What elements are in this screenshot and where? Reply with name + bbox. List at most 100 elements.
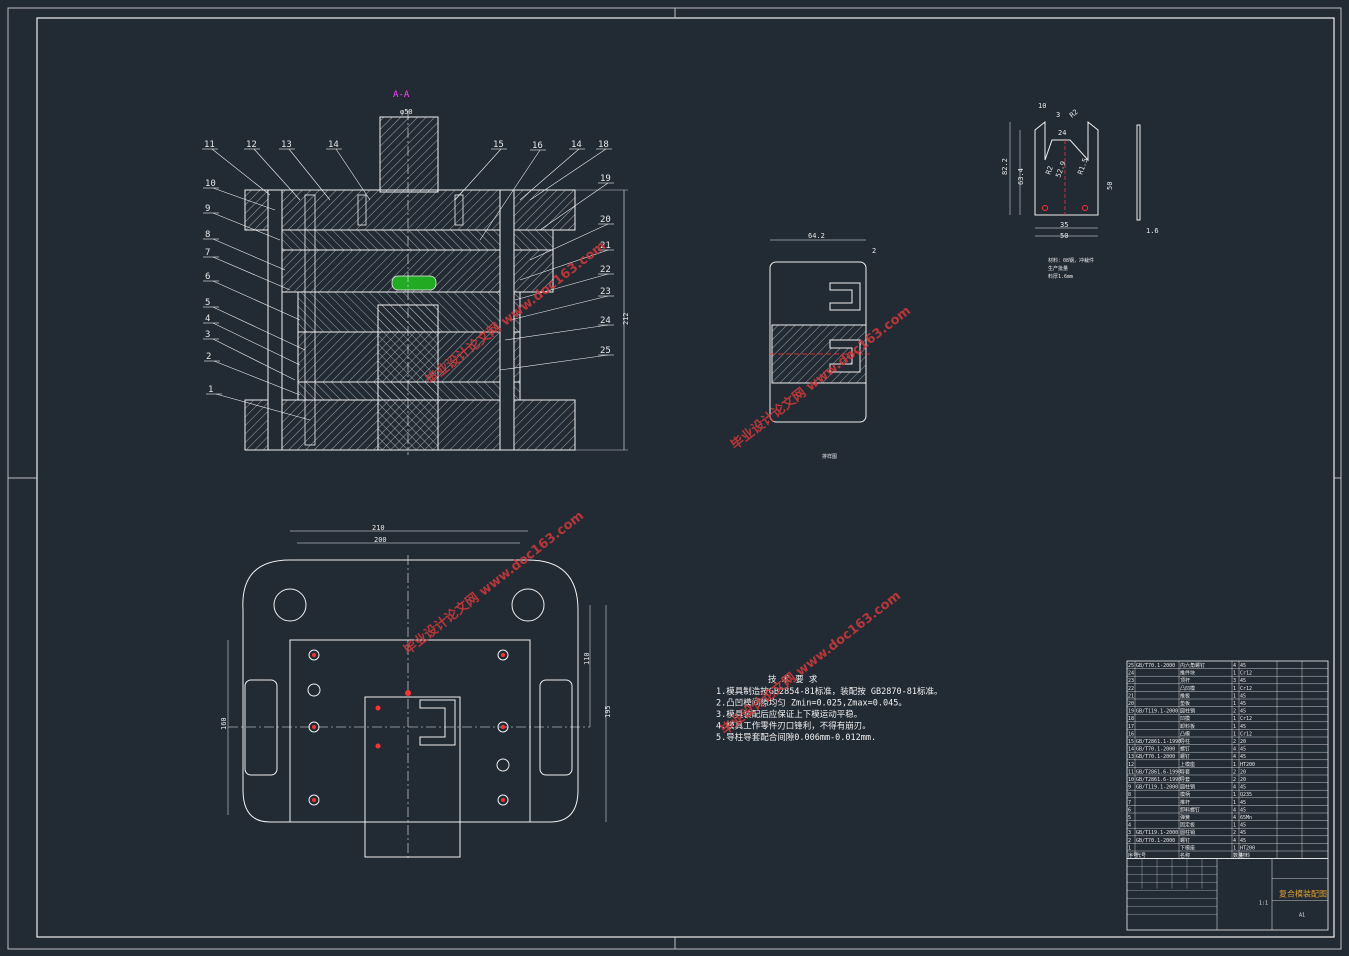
bom-cell: 推件块 (1180, 670, 1195, 677)
upper-die-base (244, 189, 576, 231)
part-dim: 10 (1038, 102, 1046, 110)
bom-cell: 导柱 (1180, 738, 1190, 745)
bom-cell: GB/T119.1-2000 (1136, 709, 1178, 715)
bom-cell: 上模座 (1180, 761, 1195, 768)
bom-cell: 7 (1128, 800, 1131, 806)
leader-line (509, 295, 609, 321)
strip-caption: 排样图 (822, 453, 837, 460)
plan-width-outer: 210 (372, 524, 385, 532)
slot-left (244, 679, 278, 776)
part-number: 12 (246, 140, 257, 150)
part-dim: R1.5 (1076, 157, 1089, 176)
part-dim: 1.6 (1146, 227, 1159, 235)
bom-cell: 模柄 (1180, 791, 1190, 798)
part-number: 16 (532, 141, 543, 151)
bom-cell: 2 (1233, 830, 1236, 836)
strip-side-dim: 2 (872, 247, 876, 255)
tech-line: 3.模具装配后应保证上下模运动平稳。 (716, 709, 862, 720)
bom-cell: 3 (1233, 678, 1236, 684)
leader-line (539, 182, 609, 231)
plan-outline (242, 559, 579, 823)
bom-cell: 4 (1233, 754, 1236, 760)
bom-cell: 45 (1240, 838, 1246, 844)
bom-cell: GB/T70.1-2000 (1136, 754, 1175, 760)
bom-cell: 25 (1128, 663, 1134, 669)
guide-hole-right (511, 588, 545, 622)
bom-header-cell: 材料 (1240, 852, 1250, 859)
bom-cell: 2 (1128, 838, 1131, 844)
bom-cell: 螺钉 (1180, 753, 1190, 760)
bom-cell: 45 (1240, 663, 1246, 669)
bom-cell: 2 (1233, 709, 1236, 715)
part-dim: 82.2 (1001, 158, 1009, 175)
part-number: 14 (571, 140, 582, 150)
bom-cell: 顶杆 (1180, 677, 1190, 684)
part-number: 5 (205, 298, 210, 308)
part-dim: R2 (1044, 165, 1054, 176)
sheet-inner-border (36, 17, 1335, 938)
bom-cell: 1 (1233, 716, 1236, 722)
plan-part-outline (419, 699, 456, 746)
bom-cell: 2 (1233, 769, 1236, 775)
bom-cell: 固定板 (1180, 822, 1195, 829)
bom-cell: 1 (1233, 731, 1236, 737)
bom-cell: 10 (1128, 777, 1134, 783)
bom-cell: 11 (1128, 769, 1134, 775)
sheet-size: A1 (1299, 913, 1305, 919)
tech-line: 1.模具制造按GB2854-81标准，装配按 GB2870-81标准。 (716, 686, 942, 697)
part-number: 22 (600, 265, 611, 275)
plan-height-right-1: 110 (583, 652, 591, 665)
plan-plate (289, 639, 531, 823)
bom-cell: 1 (1233, 686, 1236, 692)
bom-cell: 4 (1233, 785, 1236, 791)
green-workpiece (391, 275, 437, 291)
bom-cell: Cr12 (1240, 716, 1252, 722)
bom-header-cell: 代号 (1136, 852, 1146, 859)
plan-height-right-2: 195 (604, 705, 612, 718)
bom-cell: 圆柱销 (1180, 829, 1195, 836)
bom-cell: 9 (1128, 785, 1131, 791)
height-dim: 212 (622, 312, 630, 325)
bom-header-cell: 数量 (1233, 852, 1243, 859)
bom-cell: Cr12 (1240, 671, 1252, 677)
bom-cell: 1 (1233, 800, 1236, 806)
bom-cell: 1 (1128, 845, 1131, 851)
part-number: 3 (205, 330, 210, 340)
bom-cell: 1 (1233, 762, 1236, 768)
bom-cell: 推板 (1180, 692, 1190, 699)
part-number: 19 (600, 174, 611, 184)
bolt-upper-left (357, 194, 367, 226)
bom-cell: 导套 (1180, 776, 1190, 783)
bom-cell: GB/T2861.1-1990 (1136, 739, 1181, 745)
leader-line (504, 324, 609, 341)
part-dim: 63.4 (1017, 168, 1025, 185)
leader-line (479, 149, 541, 241)
bom-cell: 凸模 (1180, 730, 1190, 737)
part-number: 20 (600, 215, 611, 225)
guide-post-left (267, 189, 283, 451)
bom-header-cell: 序号 (1128, 852, 1138, 859)
part-note: 材料：08钢，冲裁件 (1048, 257, 1094, 264)
slot-right (539, 679, 573, 776)
part-number: 14 (328, 140, 339, 150)
bom-cell: 20 (1240, 739, 1246, 745)
bom-header-cell: 名称 (1180, 852, 1190, 859)
bom-cell: 卸料螺钉 (1180, 806, 1200, 813)
tech-line: 4.模具工作零件刃口锋利，不得有崩刃。 (716, 721, 871, 732)
bom-cell: 螺钉 (1180, 837, 1190, 844)
part-number: 2 (206, 352, 211, 362)
part-number: 4 (205, 314, 210, 324)
plan-holes (307, 649, 510, 806)
leader-line (212, 306, 306, 351)
bom-cell: GB/T70.1-2000 (1136, 747, 1175, 753)
bom-cell: 45 (1240, 709, 1246, 715)
part-number: 7 (205, 248, 210, 258)
bom-cell: 15 (1128, 739, 1134, 745)
bom-cell: 20 (1128, 701, 1134, 707)
shank-dia-dim: φ50 (400, 108, 413, 116)
bom-cell: 内六角螺钉 (1180, 662, 1205, 669)
bom-cell: 推杆 (1180, 799, 1190, 806)
bom-cell: 45 (1240, 693, 1246, 699)
